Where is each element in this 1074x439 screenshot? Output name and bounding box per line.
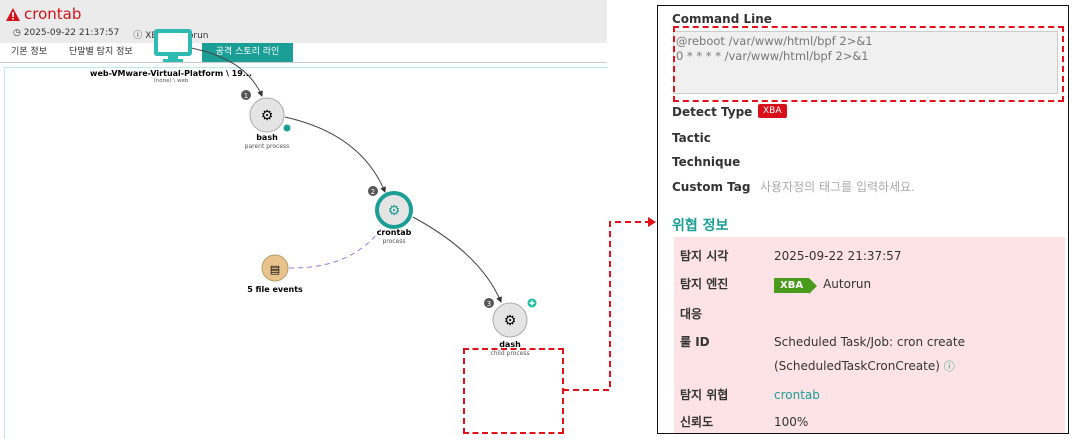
step-badge: 1 bbox=[244, 92, 248, 100]
storyline-graph: web-VMware-Virtual-Platform \ 19... (non… bbox=[4, 29, 608, 439]
engine-value: Autorun bbox=[823, 277, 872, 291]
host-name: web-VMware-Virtual-Platform \ 19... bbox=[90, 69, 252, 78]
confidence-value: 100% bbox=[774, 415, 809, 429]
engine-badge: XBA bbox=[774, 278, 818, 294]
node-dash[interactable]: ⚙ 3 dash child process bbox=[484, 298, 537, 357]
tab-attack-storyline[interactable]: 공격 스토리 라인 bbox=[201, 43, 294, 62]
timestamp: ◷ 2025-09-22 21:37:57 bbox=[13, 28, 119, 41]
tactic-label: Tactic bbox=[672, 131, 711, 145]
left-panel: crontab ◷ 2025-09-22 21:37:57 ⓘ XBA / Au… bbox=[0, 0, 608, 439]
threat-section-title: 위협 정보 bbox=[672, 218, 729, 234]
detect-type-badge: XBA bbox=[758, 104, 787, 118]
gears-icon: ⚙ bbox=[504, 313, 517, 329]
title-text: crontab bbox=[24, 5, 82, 23]
step-badge: 3 bbox=[487, 300, 491, 308]
clock-icon: ◷ bbox=[13, 28, 21, 38]
technique-label: Technique bbox=[672, 155, 741, 169]
tab-basic-info[interactable]: 기본 정보 bbox=[11, 47, 47, 57]
step-badge: 2 bbox=[371, 188, 375, 196]
node-file-events[interactable]: ▤ 5 file events bbox=[247, 254, 303, 294]
detect-type-label: Detect Type bbox=[672, 105, 753, 119]
rule-label: 룰 ID bbox=[680, 335, 710, 349]
alert-header: crontab ◷ 2025-09-22 21:37:57 ⓘ XBA / Au… bbox=[0, 0, 607, 43]
edge-bash-crontab bbox=[284, 116, 386, 193]
warning-icon bbox=[6, 7, 20, 21]
document-icon: ▤ bbox=[270, 263, 280, 276]
info-icon: ⓘ bbox=[133, 31, 143, 41]
node-sub: child process bbox=[490, 350, 529, 357]
node-name: bash bbox=[256, 133, 278, 142]
node-name: crontab bbox=[377, 228, 412, 237]
tab-endpoint-detection[interactable]: 단말별 탐지 정보 bbox=[68, 47, 133, 57]
custom-tag-label: Custom Tag bbox=[672, 180, 751, 194]
file-events-label: 5 file events bbox=[247, 285, 303, 294]
threat-link[interactable]: crontab bbox=[774, 388, 820, 402]
tab-bar: 기본 정보 단말별 탐지 정보 분석 지표 공격 스토리 라인 bbox=[0, 43, 607, 63]
detail-panel: Command Line @reboot /var/www/html/bpf 2… bbox=[657, 5, 1069, 434]
response-label: 대응 bbox=[680, 307, 703, 321]
gears-icon: ⚙ bbox=[388, 203, 401, 219]
node-sub: parent process bbox=[245, 143, 290, 150]
node-crontab[interactable]: ⚙ 2 crontab process bbox=[368, 186, 413, 245]
rule-value: Scheduled Task/Job: cron create bbox=[774, 335, 965, 349]
node-sub: process bbox=[382, 238, 405, 245]
threat-info-table: 탐지 시각 2025-09-22 21:37:57 탐지 엔진 XBA Autorun… bbox=[674, 237, 1065, 433]
node-name: dash bbox=[499, 340, 521, 349]
edge-host-bash bbox=[190, 47, 263, 97]
highlight-command-box bbox=[673, 26, 1064, 102]
rule-id: (ScheduledTaskCronCreate) bbox=[774, 359, 940, 373]
edge-crontab-dash bbox=[412, 216, 502, 303]
command-line-label: Command Line bbox=[672, 12, 772, 26]
edge-file-events bbox=[288, 228, 382, 269]
command-line-field[interactable]: @reboot /var/www/html/bpf 2>&1 0 * * * *… bbox=[673, 31, 1058, 94]
timestamp-text: 2025-09-22 21:37:57 bbox=[23, 28, 120, 38]
gears-icon: ⚙ bbox=[261, 108, 274, 124]
time-value: 2025-09-22 21:37:57 bbox=[774, 249, 902, 263]
host-sub: (none) \ web bbox=[154, 78, 189, 84]
help-icon[interactable]: ⓘ bbox=[943, 360, 955, 373]
time-label: 탐지 시각 bbox=[680, 249, 729, 263]
confidence-label: 신뢰도 bbox=[680, 415, 714, 429]
expand-plus-icon[interactable] bbox=[527, 298, 537, 308]
monitor-icon bbox=[154, 29, 192, 62]
custom-tag-input[interactable]: 사용자정의 태그를 입력하세요. bbox=[760, 180, 915, 194]
engine-label: 탐지 엔진 bbox=[680, 277, 729, 291]
alert-title: crontab bbox=[6, 5, 81, 23]
node-bash[interactable]: ⚙ 1 bash parent process bbox=[241, 90, 291, 150]
threat-label: 탐지 위협 bbox=[680, 388, 729, 402]
